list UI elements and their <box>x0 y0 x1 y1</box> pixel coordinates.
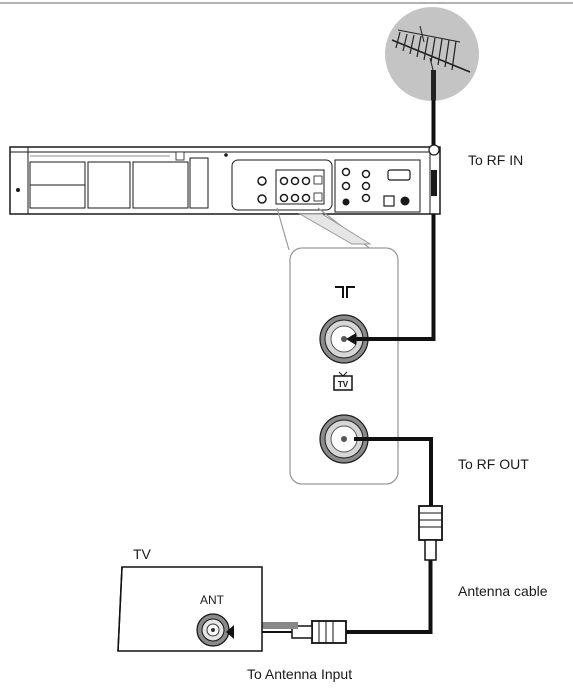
rf-in-cable <box>354 214 436 341</box>
recorder-rear-panel <box>9 144 441 215</box>
tv-cable-plug <box>232 620 347 644</box>
rf-in-arrowhead <box>346 333 356 345</box>
rf-out-cable <box>354 437 433 506</box>
ant-label: ANT <box>200 593 224 607</box>
rf-in-antenna-symbol-icon <box>335 286 355 298</box>
tv-antenna-input-connector <box>196 613 230 647</box>
antenna-cable-label: Antenna cable <box>458 583 548 599</box>
rf-in-connector <box>319 314 369 364</box>
zoom-wedge <box>298 213 372 245</box>
rf-out-connector <box>319 414 369 464</box>
to-rf-in-label: To RF IN <box>468 152 524 168</box>
tv-antenna-icon <box>385 7 479 101</box>
tv-input-arrowhead <box>226 625 234 639</box>
tv-set <box>117 566 263 652</box>
antenna-cable-plug <box>418 505 443 561</box>
tv-label: TV <box>133 546 151 562</box>
cable-to-tv <box>346 560 433 634</box>
insertion-arrow <box>253 622 298 629</box>
tv-symbol-icon: TV <box>333 371 353 391</box>
to-antenna-input-label: To Antenna Input <box>247 666 353 682</box>
rf-zoom-panel <box>289 247 399 485</box>
zoom-line <box>276 207 290 251</box>
svg-text:TV: TV <box>338 380 349 389</box>
to-rf-out-label: To RF OUT <box>458 456 529 472</box>
